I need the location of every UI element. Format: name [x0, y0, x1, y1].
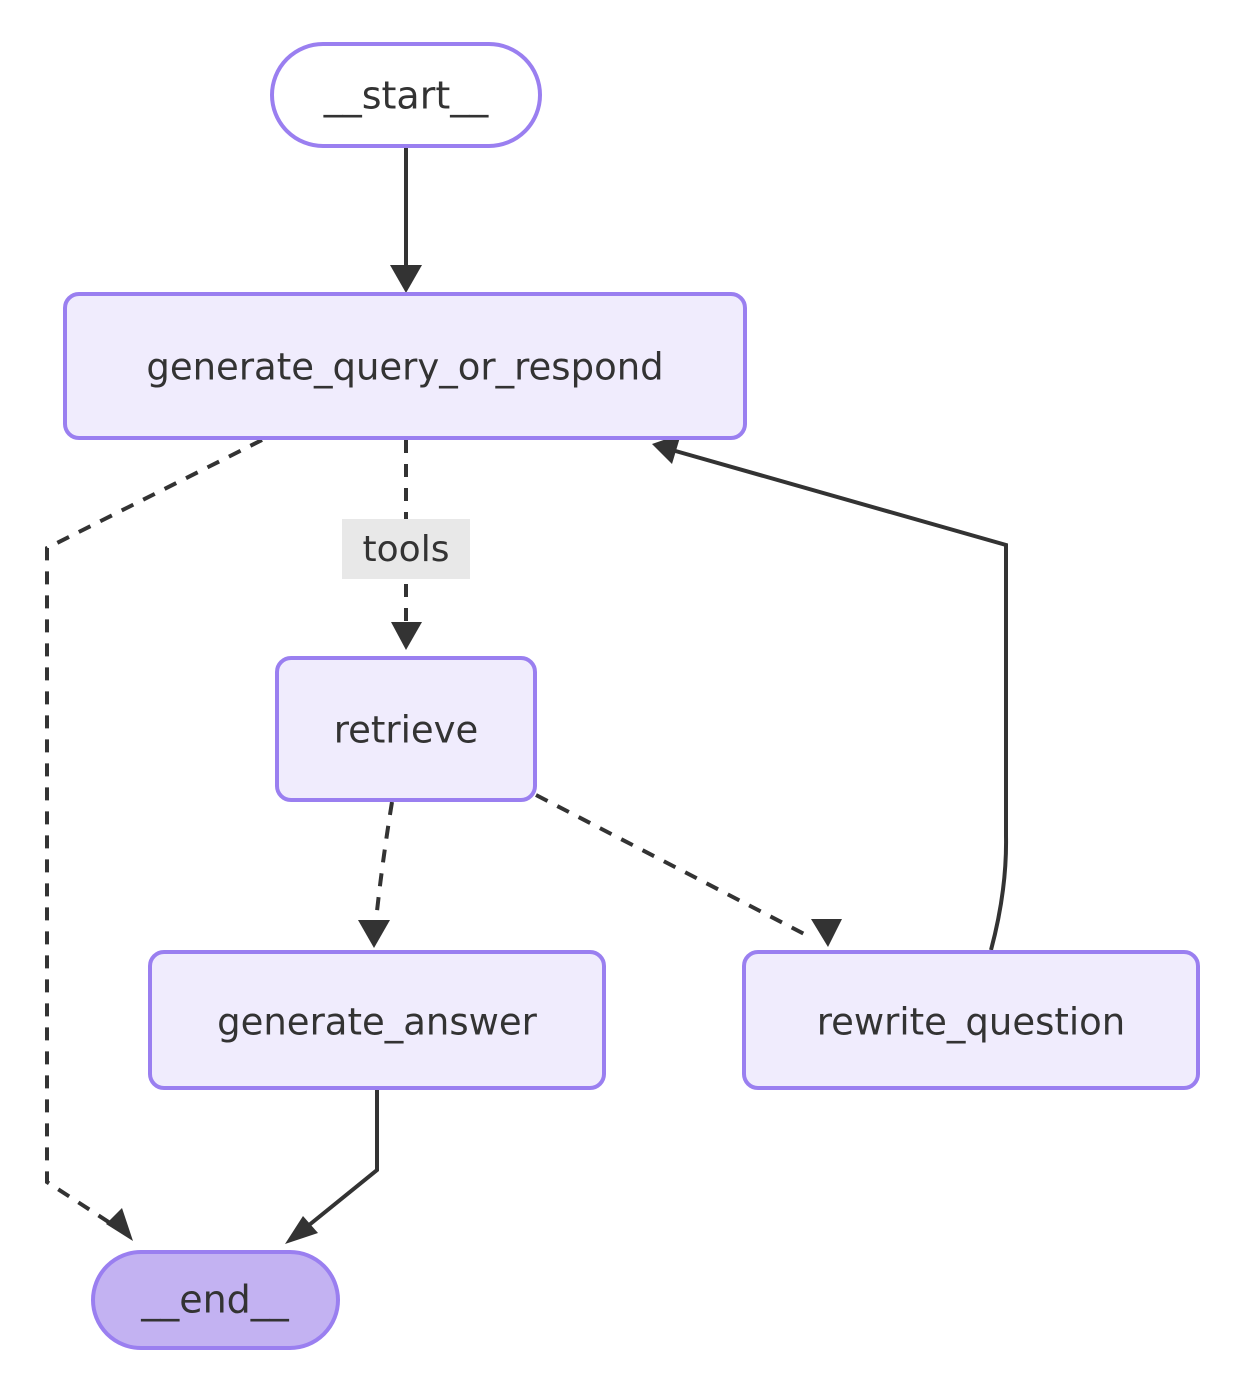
arrowhead-icon — [652, 434, 681, 464]
nodes-layer: __start__ generate_query_or_respond retr… — [63, 42, 1200, 1350]
node-end-rect[interactable] — [91, 1250, 340, 1350]
node-generate-query-or-respond[interactable]: generate_query_or_respond — [63, 292, 747, 440]
node-start[interactable]: __start__ — [270, 42, 542, 148]
node-generate-answer[interactable]: generate_answer — [148, 950, 606, 1090]
edge-path — [671, 448, 1009, 951]
edge-path — [373, 801, 394, 931]
edge-path — [535, 793, 813, 940]
edge-label-tools: tools — [342, 519, 470, 579]
node-retrieve[interactable]: retrieve — [275, 656, 537, 802]
edge-label-bg — [342, 519, 470, 579]
edges-layer — [45, 146, 1009, 1244]
arrowhead-icon — [811, 919, 842, 947]
node-retrieve-rect[interactable] — [275, 656, 537, 802]
edge-start-to-generate — [390, 146, 422, 293]
edge-path — [296, 1090, 379, 1236]
edge-rewrite-to-generate — [652, 434, 1009, 951]
edge-retrieve-to-rewrite — [535, 793, 842, 947]
node-end[interactable]: __end__ — [91, 1250, 340, 1350]
edge-generate-to-end — [45, 438, 263, 1241]
edge-generate-answer-to-end — [285, 1090, 379, 1244]
arrowhead-icon — [106, 1208, 133, 1241]
arrowhead-icon — [391, 622, 422, 650]
edge-retrieve-to-generate-answer — [358, 801, 394, 948]
node-rewrite-question[interactable]: rewrite_question — [742, 950, 1200, 1090]
node-rewrite-question-rect[interactable] — [742, 950, 1200, 1090]
arrowhead-icon — [285, 1216, 318, 1244]
arrowhead-icon — [390, 265, 422, 293]
node-generate-query-or-respond-rect[interactable] — [63, 292, 747, 440]
node-generate-answer-rect[interactable] — [148, 950, 606, 1090]
edge-path — [45, 438, 263, 1234]
node-start-rect[interactable] — [270, 42, 542, 148]
arrowhead-icon — [358, 920, 390, 948]
